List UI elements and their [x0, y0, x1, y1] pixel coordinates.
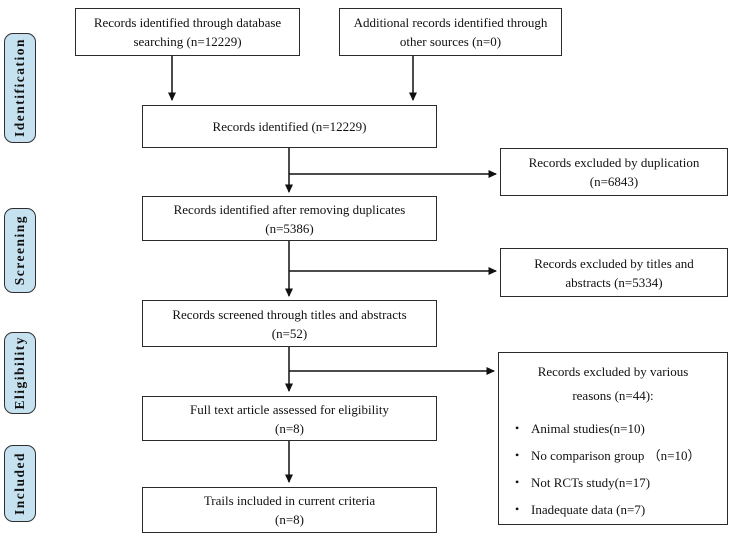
box-trials-included-line2: (n=8)	[275, 512, 304, 527]
box-after-removing-duplicates-line2: (n=5386)	[265, 220, 314, 236]
box-fulltext-assessed-line1: Full text article assessed for eligibili…	[190, 401, 389, 417]
box-trials-included: Trails included in current criteria (n=8…	[142, 487, 437, 533]
exclusion-reason-item: • No comparison group （n=10）	[509, 442, 717, 469]
box-database-searching: Records identified through database sear…	[75, 8, 300, 56]
stage-included: Included	[4, 445, 36, 522]
exclusion-reason-text: No comparison group （n=10）	[531, 448, 701, 463]
exclusion-reason-text: Animal studies(n=10)	[531, 421, 645, 436]
box-excluded-titles-abstracts-line1: Records excluded by titles and	[534, 255, 694, 271]
box-screened-titles-abstracts: Records screened through titles and abst…	[142, 300, 437, 347]
stage-screening: Screening	[4, 208, 36, 293]
exclusion-reason-item: • Inadequate data (n=7)	[509, 496, 717, 523]
box-excluded-various-reasons-title2: reasons (n=44):	[572, 388, 654, 403]
box-other-sources: Additional records identified through ot…	[339, 8, 562, 56]
bullet-icon: •	[515, 502, 520, 516]
exclusion-reason-item: • Not RCTs study(n=17)	[509, 469, 717, 496]
box-database-searching-line1: Records identified through database	[93, 15, 282, 30]
box-trials-included-line1: Trails included in current criteria	[203, 493, 376, 508]
exclusion-reason-list: • Animal studies(n=10) • No comparison g…	[509, 415, 717, 523]
stage-eligibility-label: Eligibility	[12, 336, 27, 410]
box-excluded-various-reasons: Records excluded by various reasons (n=4…	[498, 352, 728, 525]
exclusion-reason-text: Inadequate data (n=7)	[531, 502, 646, 517]
stage-screening-label: Screening	[12, 215, 27, 286]
box-after-removing-duplicates-line1: Records identified after removing duplic…	[173, 201, 406, 217]
stage-eligibility: Eligibility	[4, 332, 36, 414]
box-records-identified-line1: Records identified (n=12229)	[212, 119, 367, 134]
exclusion-reason-text: Not RCTs study(n=17)	[531, 475, 651, 490]
bullet-icon: •	[515, 475, 520, 489]
box-excluded-duplication-line1: Records excluded by duplication	[528, 155, 700, 170]
box-other-sources-line2: other sources (n=0)	[399, 34, 502, 49]
stage-identification: Identification	[4, 33, 36, 143]
box-excluded-duplication-line2: (n=6843)	[589, 174, 639, 189]
box-excluded-various-reasons-title1: Records excluded by various	[537, 364, 689, 379]
box-screened-titles-abstracts-line1: Records screened through titles and abst…	[172, 306, 407, 322]
box-excluded-duplication: Records excluded by duplication (n=6843)	[500, 148, 728, 196]
stage-included-label: Included	[12, 451, 27, 516]
box-fulltext-assessed-line2: (n=8)	[275, 420, 304, 436]
box-excluded-titles-abstracts-line2: abstracts (n=5334)	[565, 274, 663, 290]
box-fulltext-assessed: Full text article assessed for eligibili…	[142, 396, 437, 441]
box-excluded-titles-abstracts: Records excluded by titles and abstracts…	[500, 248, 728, 297]
box-screened-titles-abstracts-line2: (n=52)	[271, 325, 308, 341]
box-records-identified: Records identified (n=12229)	[142, 105, 437, 148]
box-database-searching-line2: searching (n=12229)	[133, 34, 242, 49]
box-after-removing-duplicates: Records identified after removing duplic…	[142, 196, 437, 241]
exclusion-reason-item: • Animal studies(n=10)	[509, 415, 717, 442]
bullet-icon: •	[515, 448, 520, 462]
stage-identification-label: Identification	[12, 38, 27, 138]
bullet-icon: •	[515, 421, 520, 435]
box-other-sources-line1: Additional records identified through	[353, 15, 548, 30]
